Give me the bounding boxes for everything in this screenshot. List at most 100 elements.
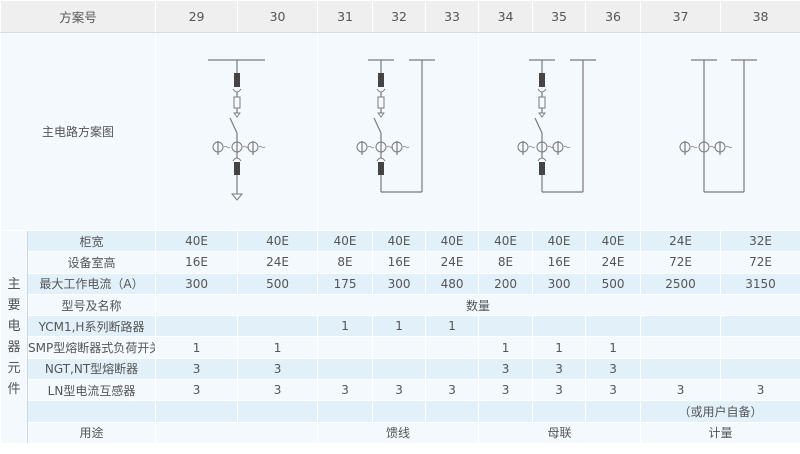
component-quantity: 3 — [155, 357, 239, 381]
spec-value: 40E — [478, 229, 534, 253]
component-quantity: 3 — [585, 357, 642, 381]
component-quantity — [478, 315, 534, 338]
component-quantity — [640, 357, 722, 381]
spec-value: 8E — [317, 251, 374, 274]
component-quantity: 3 — [720, 379, 800, 402]
note-empty — [317, 400, 374, 423]
diagram-cell — [640, 32, 800, 231]
scheme-number: 37 — [640, 0, 722, 33]
note-row: （或用户自备） — [1, 400, 800, 423]
component-label: YCM1,H系列断路器 — [26, 315, 157, 338]
usage-value: 母联 — [478, 421, 642, 444]
component-quantity: 1 — [478, 336, 534, 359]
component-quantity: 3 — [155, 379, 239, 402]
spec-value: 8E — [478, 251, 534, 274]
spec-value: 72E — [720, 251, 800, 274]
spec-value: 72E — [640, 251, 722, 274]
component-quantity — [317, 336, 374, 359]
spec-value: 24E — [585, 251, 642, 274]
component-quantity: 3 — [640, 379, 722, 402]
spec-value: 40E — [425, 229, 480, 253]
spec-value: 300 — [372, 272, 427, 295]
component-quantity: 1 — [237, 336, 319, 359]
component-quantity: 1 — [585, 336, 642, 359]
scheme-number: 31 — [317, 0, 374, 33]
component-label: NGT,NT型熔断器 — [26, 357, 157, 381]
diagram-row: 主电路方案图 — [0, 32, 800, 231]
component-quantity — [372, 357, 427, 381]
note-empty — [372, 400, 427, 423]
component-quantity: 1 — [532, 336, 587, 359]
quantity-label: 数量 — [155, 293, 800, 317]
component-quantity — [372, 336, 427, 359]
component-quantity: 3 — [478, 379, 534, 402]
component-label: SMP型熔断器式负荷开关 — [26, 336, 157, 359]
scheme-number: 30 — [237, 0, 319, 33]
components-header-row: 型号及名称数量 — [1, 293, 800, 317]
usage-value — [155, 421, 319, 444]
usage-label: 用途 — [26, 421, 157, 444]
spec-value: 500 — [237, 272, 319, 295]
component-quantity — [317, 357, 374, 381]
component-quantity: 1 — [372, 315, 427, 338]
component-quantity: 1 — [317, 315, 374, 338]
group-label-vertical: 主要电器元件 — [0, 230, 28, 444]
spec-value: 40E — [585, 229, 642, 253]
scheme-number: 32 — [372, 0, 427, 33]
component-quantity — [640, 336, 722, 359]
usage-value: 计量 — [640, 421, 800, 444]
scheme-number: 38 — [720, 0, 800, 33]
spec-value: 480 — [425, 272, 480, 295]
scheme-number: 34 — [478, 0, 534, 33]
spec-value: 16E — [372, 251, 427, 274]
note-empty — [26, 400, 157, 423]
spec-value: 40E — [372, 229, 427, 253]
spec-value: 300 — [532, 272, 587, 295]
component-quantity: 3 — [585, 379, 642, 402]
scheme-number: 29 — [155, 0, 239, 33]
component-quantity — [720, 315, 800, 338]
spec-value: 24E — [640, 229, 722, 253]
component-quantity — [532, 315, 587, 338]
scheme-number-label: 方案号 — [0, 0, 157, 33]
note-empty — [425, 400, 480, 423]
usage-value: 馈线 — [317, 421, 480, 444]
note-empty — [478, 400, 534, 423]
spec-label: 设备室高 — [26, 251, 157, 274]
diagram-cell — [155, 32, 319, 231]
note-empty — [532, 400, 587, 423]
component-quantity: 1 — [155, 336, 239, 359]
spec-value: 16E — [532, 251, 587, 274]
spec-value: 32E — [720, 229, 800, 253]
diagram-cell — [478, 32, 642, 231]
component-quantity: 3 — [237, 357, 319, 381]
spec-value: 24E — [237, 251, 319, 274]
spec-value: 500 — [585, 272, 642, 295]
spec-value: 16E — [155, 251, 239, 274]
spec-value: 40E — [237, 229, 319, 253]
component-label: LN型电流互感器 — [26, 379, 157, 402]
component-quantity: 3 — [532, 379, 587, 402]
component-quantity — [155, 315, 239, 338]
spec-value: 200 — [478, 272, 534, 295]
component-quantity — [425, 357, 480, 381]
diagram-label: 主电路方案图 — [0, 32, 157, 231]
spec-value: 24E — [425, 251, 480, 274]
spec-value: 3150 — [720, 272, 800, 295]
component-quantity: 3 — [532, 357, 587, 381]
spec-label: 最大工作电流（A） — [26, 272, 157, 295]
user-supplied-note: （或用户自备） — [640, 400, 800, 423]
spec-value: 40E — [317, 229, 374, 253]
spec-label: 柜宽 — [26, 229, 157, 253]
diagram-cell — [317, 32, 480, 231]
